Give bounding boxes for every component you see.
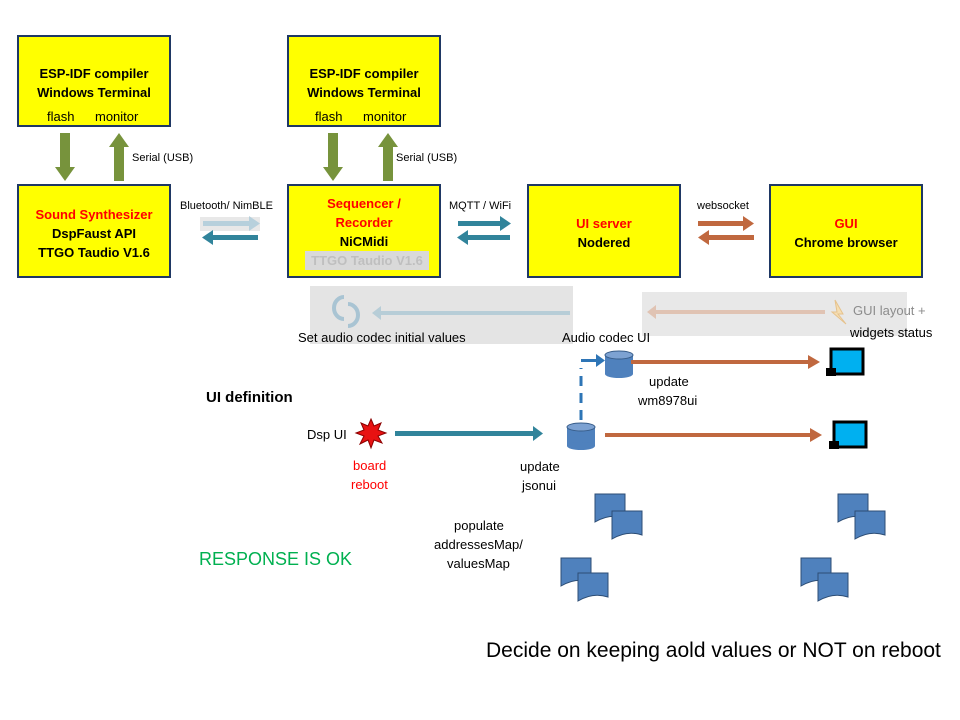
reboot-explosion-icon xyxy=(354,417,388,450)
ui-server-box: UI server Nodered xyxy=(527,184,681,278)
gui-layout-arrow xyxy=(647,305,825,319)
update-wm8978-label-1: update xyxy=(649,374,689,389)
monitor-label: monitor xyxy=(363,109,407,124)
websocket-arrow-left xyxy=(698,230,754,245)
update-wm8978-label-2: wm8978ui xyxy=(638,393,698,408)
document-icon-pair-4 xyxy=(800,557,849,602)
bluetooth-arrow-left xyxy=(202,230,258,245)
box-line: NiCMidi xyxy=(339,234,389,249)
refresh-icon xyxy=(332,295,360,328)
box-line: Nodered xyxy=(577,235,631,250)
esp-idf-box-1: ESP-IDF compiler Windows Terminal flash … xyxy=(17,35,171,127)
wm8978-database-icon xyxy=(604,350,634,378)
populate-label-3: valuesMap xyxy=(447,556,510,571)
box-line-faded: TTGO Taudio V1.6 xyxy=(305,251,429,270)
box-subtitle: Windows Terminal xyxy=(307,85,421,100)
update-jsonui-label-2: jsonui xyxy=(522,478,556,493)
document-icon-pair-2 xyxy=(837,493,886,540)
update-jsonui-label-1: update xyxy=(520,459,560,474)
sequencer-box: Sequencer / Recorder NiCMidi TTGO Taudio… xyxy=(287,184,441,278)
box-line: Chrome browser xyxy=(794,235,898,250)
board-reboot-label-1: board xyxy=(353,458,387,473)
flash-arrow-2 xyxy=(323,133,343,181)
monitor-arrow-2 xyxy=(378,133,398,181)
esp-idf-box-2: ESP-IDF compiler Windows Terminal flash … xyxy=(287,35,441,127)
flash-arrow-1 xyxy=(55,133,75,181)
sound-synthesizer-box: Sound Synthesizer DspFaust API TTGO Taud… xyxy=(17,184,171,278)
box-title: UI server xyxy=(576,216,632,231)
ui-definition-heading: UI definition xyxy=(206,389,293,406)
board-reboot-label-2: reboot xyxy=(351,477,388,492)
flash-label: flash xyxy=(47,109,75,124)
serial-usb-label-1: Serial (USB) xyxy=(132,152,194,164)
bluetooth-arrow-right xyxy=(203,216,260,231)
wm8978-update-arrow xyxy=(631,355,820,369)
decide-note: Decide on keeping aold values or NOT on … xyxy=(486,639,941,662)
gui-scroll-icon-1 xyxy=(826,347,865,376)
box-line: DspFaust API xyxy=(51,226,137,241)
audio-codec-ui-label: Audio codec UI xyxy=(562,330,651,345)
serial-usb-label-2: Serial (USB) xyxy=(396,152,458,164)
websocket-label: websocket xyxy=(697,200,749,212)
jsonui-update-arrow xyxy=(605,428,822,442)
document-icon-pair-1 xyxy=(594,493,643,540)
mqtt-arrow-left xyxy=(457,230,510,245)
websocket-arrow-right xyxy=(698,216,754,231)
jsonui-database-icon xyxy=(566,422,596,450)
gui-layout-label-1: GUI layout + xyxy=(853,303,926,318)
mqtt-label: MQTT / WiFi xyxy=(449,200,512,212)
monitor-arrow-1 xyxy=(109,133,129,181)
response-ok-label: RESPONSE IS OK xyxy=(199,549,353,569)
gui-layout-label-2: widgets status xyxy=(850,325,933,340)
box-title: ESP-IDF compiler xyxy=(309,66,419,81)
box-subtitle: Windows Terminal xyxy=(37,85,151,100)
populate-label-1: populate xyxy=(454,518,504,533)
bluetooth-label: Bluetooth/ NimBLE xyxy=(180,200,273,212)
box-title-2: Recorder xyxy=(335,215,393,230)
box-title: GUI xyxy=(834,216,858,231)
flash-label: flash xyxy=(315,109,343,124)
box-title: Sound Synthesizer xyxy=(35,207,153,222)
mqtt-arrow-right xyxy=(458,216,511,231)
dsp-ui-label: Dsp UI xyxy=(307,427,347,442)
document-icon-pair-3 xyxy=(560,557,609,602)
dashed-connector-arrow xyxy=(581,354,605,367)
dsp-ui-arrow xyxy=(395,426,543,441)
lightning-icon xyxy=(830,299,847,325)
gui-box: GUI Chrome browser xyxy=(769,184,923,278)
set-codec-label: Set audio codec initial values xyxy=(298,330,466,345)
box-line: TTGO Taudio V1.6 xyxy=(38,245,150,260)
box-title: Sequencer / xyxy=(327,196,401,211)
set-codec-arrow xyxy=(372,306,570,320)
box-title: ESP-IDF compiler xyxy=(39,66,149,81)
populate-label-2: addressesMap/ xyxy=(434,537,523,552)
monitor-label: monitor xyxy=(95,109,139,124)
gui-scroll-icon-2 xyxy=(829,420,868,449)
